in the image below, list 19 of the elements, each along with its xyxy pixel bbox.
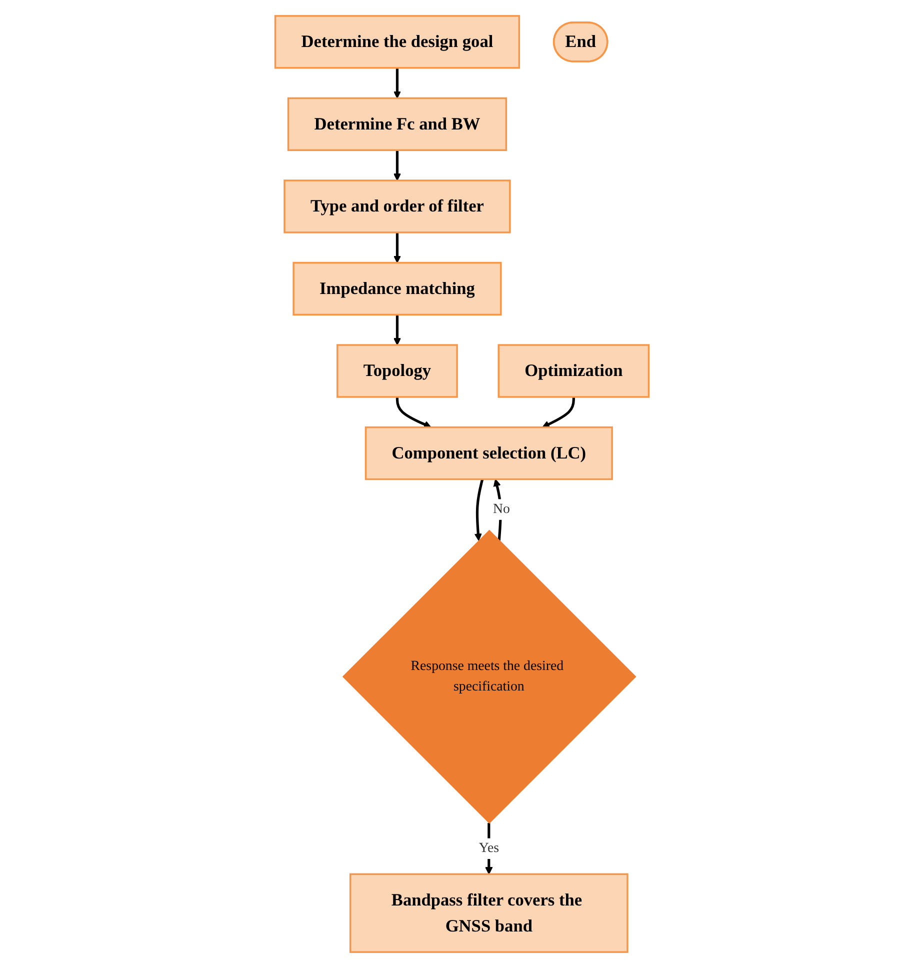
arrow — [393, 314, 402, 345]
node-diamond: Response meets the desired specification — [342, 529, 636, 824]
node-box: Determine Fc and BW — [287, 96, 508, 151]
node-box: Topology — [336, 344, 458, 398]
node-box: Type and order of filter — [284, 179, 511, 233]
arrow — [393, 232, 402, 263]
arrow — [493, 478, 502, 540]
edge-label: Yes — [478, 840, 499, 856]
arrow — [542, 396, 575, 428]
arrow — [474, 478, 484, 540]
arrow — [393, 150, 402, 180]
node-box: Component selection (LC) — [364, 426, 613, 480]
edge-label: No — [492, 501, 510, 516]
node-box: Optimization — [498, 344, 650, 398]
node-box: Bandpass filter covers the GNSS band — [349, 872, 628, 952]
arrow — [396, 396, 432, 428]
node-box: Determine the design goal — [274, 14, 520, 68]
node-box: Impedance matching — [292, 261, 502, 316]
arrow — [393, 67, 402, 98]
